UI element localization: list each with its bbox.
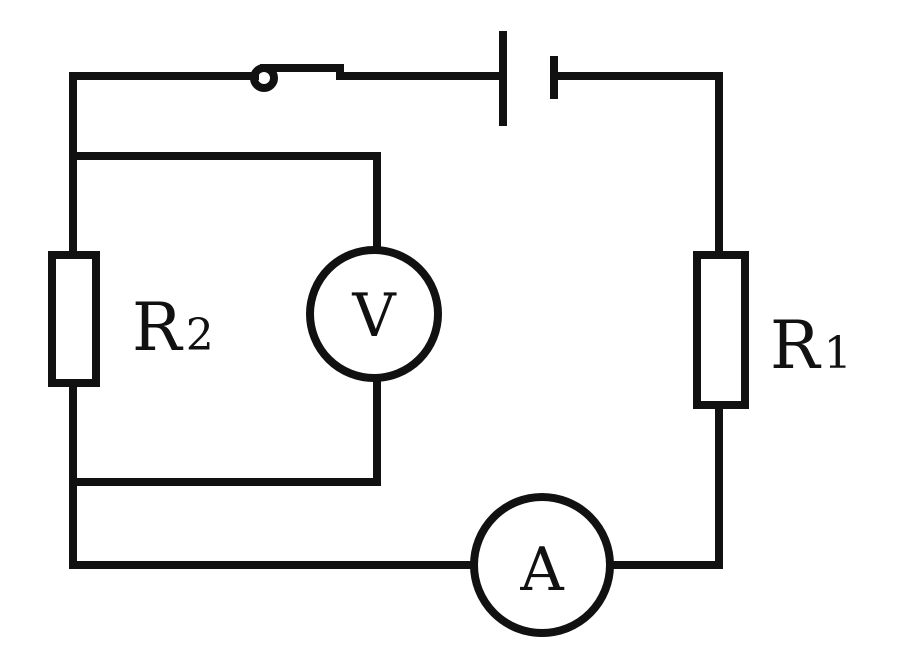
voltmeter: V (306, 246, 442, 382)
ammeter: A (470, 493, 614, 637)
resistor-r2 (48, 251, 100, 387)
ammeter-circle (470, 493, 614, 637)
label-r2-subscript: 2 (186, 310, 214, 361)
wire-top-left (69, 72, 259, 569)
switch (250, 64, 344, 92)
voltmeter-circle (306, 246, 442, 382)
wire-voltmeter-top (69, 152, 381, 254)
ammeter-symbol: A (519, 535, 564, 605)
resistor-r1 (693, 251, 749, 409)
battery (499, 31, 558, 126)
label-r1-subscript: 1 (824, 328, 852, 379)
label-r2-letter: R (132, 289, 184, 366)
label-r1: R1 (770, 307, 852, 384)
switch-pivot (250, 64, 278, 92)
label-r2: R2 (132, 289, 214, 366)
label-r1-letter: R (770, 307, 822, 384)
wire-voltmeter-bottom (69, 376, 381, 486)
voltmeter-symbol: V (351, 281, 397, 351)
